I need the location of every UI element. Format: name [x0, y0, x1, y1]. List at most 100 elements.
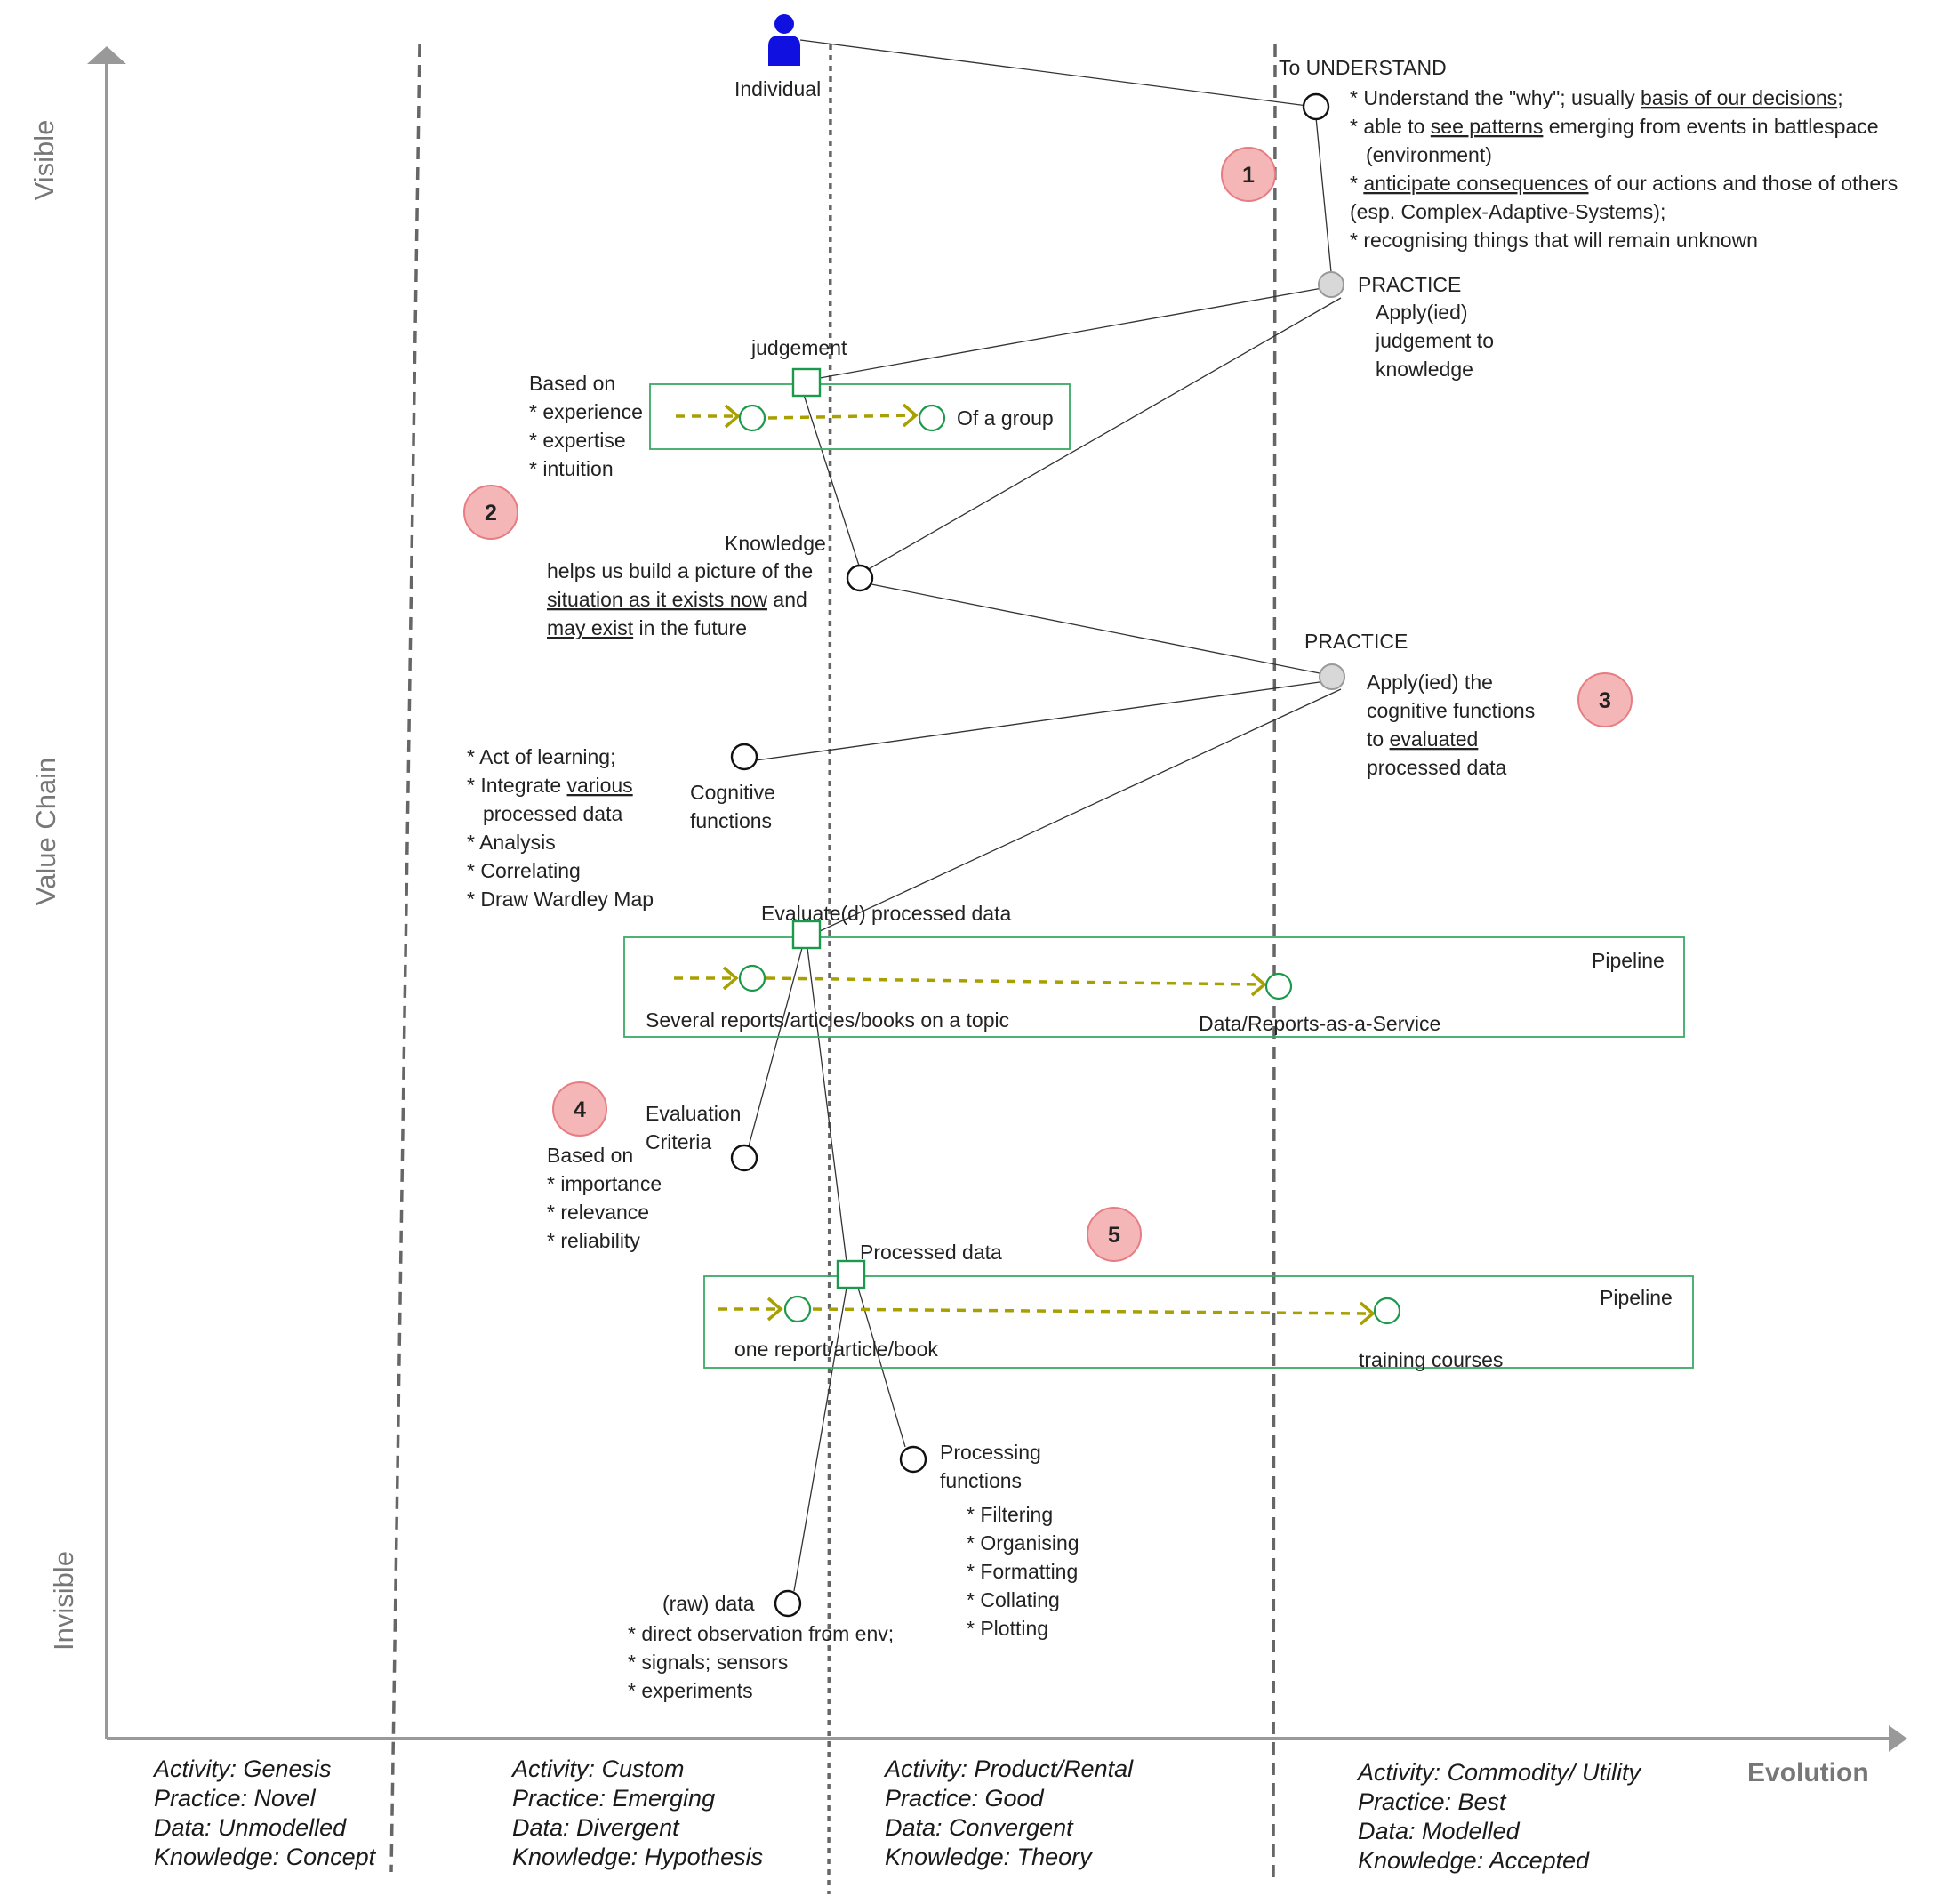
practice2-title: PRACTICE — [1304, 630, 1408, 653]
understand-line-2: * able to see patterns emerging from eve… — [1350, 115, 1879, 138]
understand-line-5: (esp. Complex-Adaptive-Systems); — [1350, 200, 1665, 223]
processing-item-0: * Filtering — [967, 1503, 1053, 1526]
understand-line-1: * Understand the "why"; usually basis of… — [1350, 86, 1843, 109]
judgement-title: judgement — [750, 336, 847, 359]
cognitive-node[interactable] — [730, 743, 758, 771]
link-judgement-knowledge — [803, 394, 860, 566]
arrow-head-icon — [1250, 972, 1267, 997]
badge-4-label: 4 — [574, 1097, 586, 1122]
practice1-title: PRACTICE — [1358, 273, 1461, 296]
processing-node[interactable] — [899, 1445, 927, 1474]
nodes — [730, 14, 1401, 1618]
evaluated-node[interactable] — [791, 920, 822, 950]
arrow-head-icon — [766, 1297, 783, 1322]
x-axis-arrow-icon — [1889, 1725, 1907, 1752]
stage-genesis-activity: Activity: Genesis — [152, 1755, 332, 1782]
cognitive-line-6: * Draw Wardley Map — [467, 888, 654, 911]
stage-commodity-knowledge: Knowledge: Accepted — [1358, 1847, 1590, 1874]
knowledge-line-2: situation as it exists now and — [547, 588, 807, 611]
link-practice2-cognitive — [755, 681, 1320, 761]
y-label-value-chain: Value Chain — [30, 758, 61, 906]
criteria-based-3: * reliability — [547, 1229, 640, 1252]
individual-icon — [768, 14, 800, 66]
badge-5-label: 5 — [1108, 1223, 1120, 1248]
stage-custom-activity: Activity: Custom — [510, 1755, 685, 1782]
group-label: Of a group — [957, 406, 1054, 430]
cognitive-line-3: processed data — [483, 802, 622, 825]
processed-node[interactable] — [836, 1259, 866, 1289]
stage-commodity-activity: Activity: Commodity/ Utility — [1356, 1759, 1642, 1786]
judgement-based-2: * expertise — [529, 429, 626, 452]
stage-custom-knowledge: Knowledge: Hypothesis — [512, 1844, 763, 1870]
raw-item-2: * experiments — [628, 1679, 753, 1702]
evaluated-evolve-node[interactable] — [738, 964, 766, 992]
practice1-node[interactable] — [1318, 271, 1344, 298]
processed-evolve-node[interactable] — [783, 1295, 812, 1323]
criteria-title-1: Evaluation — [646, 1102, 741, 1125]
pipeline-processed-label: Pipeline — [1600, 1286, 1673, 1309]
reports-service-node[interactable] — [1264, 972, 1293, 1000]
criteria-node[interactable] — [730, 1144, 758, 1172]
judgement-based-3: * intuition — [529, 457, 614, 480]
understand-line-6: * recognising things that will remain un… — [1350, 229, 1758, 252]
practice2-line-1: Apply(ied) the — [1367, 671, 1493, 694]
processed-title: Processed data — [860, 1241, 1002, 1264]
cognitive-line-4: * Analysis — [467, 831, 556, 854]
understand-node[interactable] — [1302, 92, 1330, 121]
arrow-judgement-2 — [767, 414, 914, 420]
arrow-head-icon — [902, 403, 919, 428]
stage-descriptions: Activity: Genesis Practice: Novel Data: … — [152, 1755, 1642, 1874]
labels: Individual To UNDERSTAND * Understand th… — [467, 56, 1898, 1702]
evolution-arrows — [674, 403, 1376, 1326]
cognitive-title-1: Cognitive — [690, 781, 775, 804]
link-knowledge-practice2 — [871, 583, 1320, 674]
group-node[interactable] — [918, 404, 946, 432]
evaluated-left-label: Several reports/articles/books on a topi… — [646, 1008, 1009, 1032]
cognitive-line-1: * Act of learning; — [467, 745, 616, 768]
pipeline-evaluated-label: Pipeline — [1592, 949, 1665, 972]
judgement-based-1: * experience — [529, 400, 643, 423]
divider-custom-product — [827, 44, 832, 1895]
processing-item-4: * Plotting — [967, 1617, 1048, 1640]
practice1-line-2: judgement to — [1375, 329, 1494, 352]
link-understand-practice1 — [1315, 116, 1332, 273]
arrow-processed-2 — [812, 1307, 1370, 1315]
evaluated-title: Evaluate(d) processed data — [761, 902, 1011, 925]
stage-custom-data: Data: Divergent — [512, 1814, 680, 1841]
judgement-evolve-node[interactable] — [738, 404, 766, 432]
link-evaluated-criteria — [748, 947, 803, 1147]
individual-label: Individual — [734, 77, 821, 100]
training-node[interactable] — [1373, 1297, 1401, 1325]
processing-title-2: functions — [940, 1469, 1022, 1492]
criteria-based-2: * relevance — [547, 1201, 649, 1224]
link-processed-raw — [793, 1287, 847, 1592]
practice2-line-4: processed data — [1367, 756, 1506, 779]
judgement-group-box — [649, 383, 1071, 450]
link-evaluated-processed — [807, 947, 847, 1263]
practice2-line-2: cognitive functions — [1367, 699, 1535, 722]
badge-1-label: 1 — [1242, 163, 1255, 188]
stage-product-practice: Practice: Good — [885, 1785, 1045, 1812]
divider-genesis-custom — [389, 44, 421, 1873]
knowledge-title: Knowledge — [725, 532, 826, 555]
arrow-head-icon — [724, 404, 741, 429]
connections — [748, 39, 1342, 1592]
badge-5 — [1087, 1207, 1142, 1262]
raw-data-node[interactable] — [774, 1589, 802, 1618]
badge-2-label: 2 — [485, 501, 497, 526]
badge-4 — [552, 1081, 607, 1137]
practice2-node[interactable] — [1319, 663, 1345, 690]
criteria-based-0: Based on — [547, 1144, 633, 1167]
divider-product-commodity — [1272, 44, 1277, 1882]
understand-title: To UNDERSTAND — [1279, 56, 1447, 79]
criteria-based-1: * importance — [547, 1172, 662, 1195]
cognitive-title-2: functions — [690, 809, 772, 832]
link-practice1-judgement — [819, 287, 1323, 379]
knowledge-line-1: helps us build a picture of the — [547, 559, 813, 582]
knowledge-node[interactable] — [846, 564, 874, 592]
processing-item-3: * Collating — [967, 1588, 1060, 1611]
stage-product-data: Data: Convergent — [885, 1814, 1074, 1841]
judgement-node[interactable] — [791, 367, 822, 398]
raw-title: (raw) data — [662, 1592, 755, 1615]
